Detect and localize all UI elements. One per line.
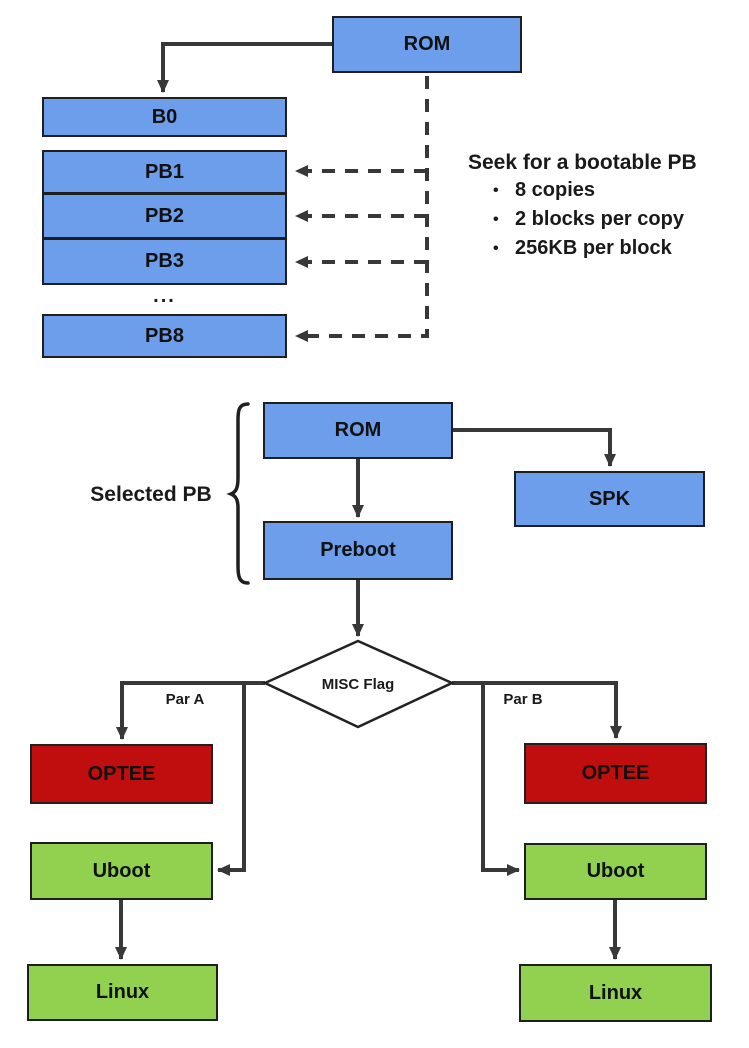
pb1-box: PB1 bbox=[42, 150, 287, 194]
preboot-box: Preboot bbox=[263, 521, 453, 580]
pb2-box: PB2 bbox=[42, 193, 287, 239]
uboot-b-box: Uboot bbox=[524, 843, 707, 900]
rom-top-label: ROM bbox=[403, 33, 451, 55]
arrow-misc-to-optee-a bbox=[116, 681, 265, 740]
misc-flag-label: MISC Flag bbox=[321, 675, 395, 693]
optee-a-box: OPTEE bbox=[30, 744, 213, 804]
pb3-label: PB3 bbox=[145, 250, 184, 272]
uboot-a-label: Uboot bbox=[92, 859, 151, 882]
arrow-misc-to-optee-b bbox=[452, 681, 622, 739]
spk-label: SPK bbox=[588, 487, 631, 510]
uboot-b-label: Uboot bbox=[586, 860, 645, 882]
seek-note-bullet-3-text: 256KB per block bbox=[515, 237, 672, 259]
rom-mid-box: ROM bbox=[263, 402, 453, 459]
bullet-icon: • bbox=[493, 182, 499, 199]
optee-b-box: OPTEE bbox=[524, 743, 707, 804]
pb3-box: PB3 bbox=[42, 238, 287, 285]
seek-note-bullet-2: • 2 blocks per copy bbox=[468, 205, 738, 234]
linux-a-label: Linux bbox=[95, 981, 150, 1003]
optee-a-label: OPTEE bbox=[87, 762, 156, 785]
seek-note-bullet-1-text: 8 copies bbox=[515, 179, 596, 201]
selected-pb-brace bbox=[226, 402, 250, 585]
arrow-rom-to-spk bbox=[453, 428, 616, 467]
uboot-a-box: Uboot bbox=[30, 842, 213, 900]
misc-flag-diamond bbox=[262, 639, 456, 729]
seek-note-bullet-1: • 8 copies bbox=[468, 176, 738, 205]
b0-box: B0 bbox=[42, 97, 287, 137]
bullet-icon: • bbox=[493, 240, 499, 257]
arrow-misc-to-uboot-b bbox=[481, 683, 520, 876]
par-a-label: Par A bbox=[165, 690, 205, 708]
seek-note: Seek for a bootable PB • 8 copies • 2 bl… bbox=[468, 150, 738, 263]
selected-pb-label: Selected PB bbox=[90, 483, 212, 506]
linux-b-label: Linux bbox=[588, 981, 643, 1004]
linux-a-box: Linux bbox=[27, 964, 218, 1021]
seek-note-title: Seek for a bootable PB bbox=[468, 151, 697, 174]
bullet-icon: • bbox=[493, 211, 499, 228]
pb8-box: PB8 bbox=[42, 314, 287, 358]
pb1-label: PB1 bbox=[145, 160, 184, 183]
seek-note-bullet-3: • 256KB per block bbox=[468, 234, 738, 263]
optee-b-label: OPTEE bbox=[581, 762, 650, 784]
rom-top-box: ROM bbox=[332, 16, 522, 73]
arrow-rom-to-b0 bbox=[157, 42, 332, 93]
rom-mid-label: ROM bbox=[334, 419, 382, 441]
blocks-ellipsis: ... bbox=[153, 284, 176, 307]
preboot-label: Preboot bbox=[320, 539, 396, 561]
b0-label: B0 bbox=[151, 105, 178, 128]
seek-note-bullet-2-text: 2 blocks per copy bbox=[515, 208, 684, 230]
arrow-misc-to-uboot-a bbox=[217, 683, 246, 876]
spk-box: SPK bbox=[514, 471, 705, 527]
par-b-label: Par B bbox=[503, 690, 543, 708]
linux-b-box: Linux bbox=[519, 964, 712, 1022]
pb2-label: PB2 bbox=[145, 204, 184, 227]
pb8-label: PB8 bbox=[145, 324, 184, 347]
dashed-seek-to-pb8 bbox=[295, 76, 429, 342]
